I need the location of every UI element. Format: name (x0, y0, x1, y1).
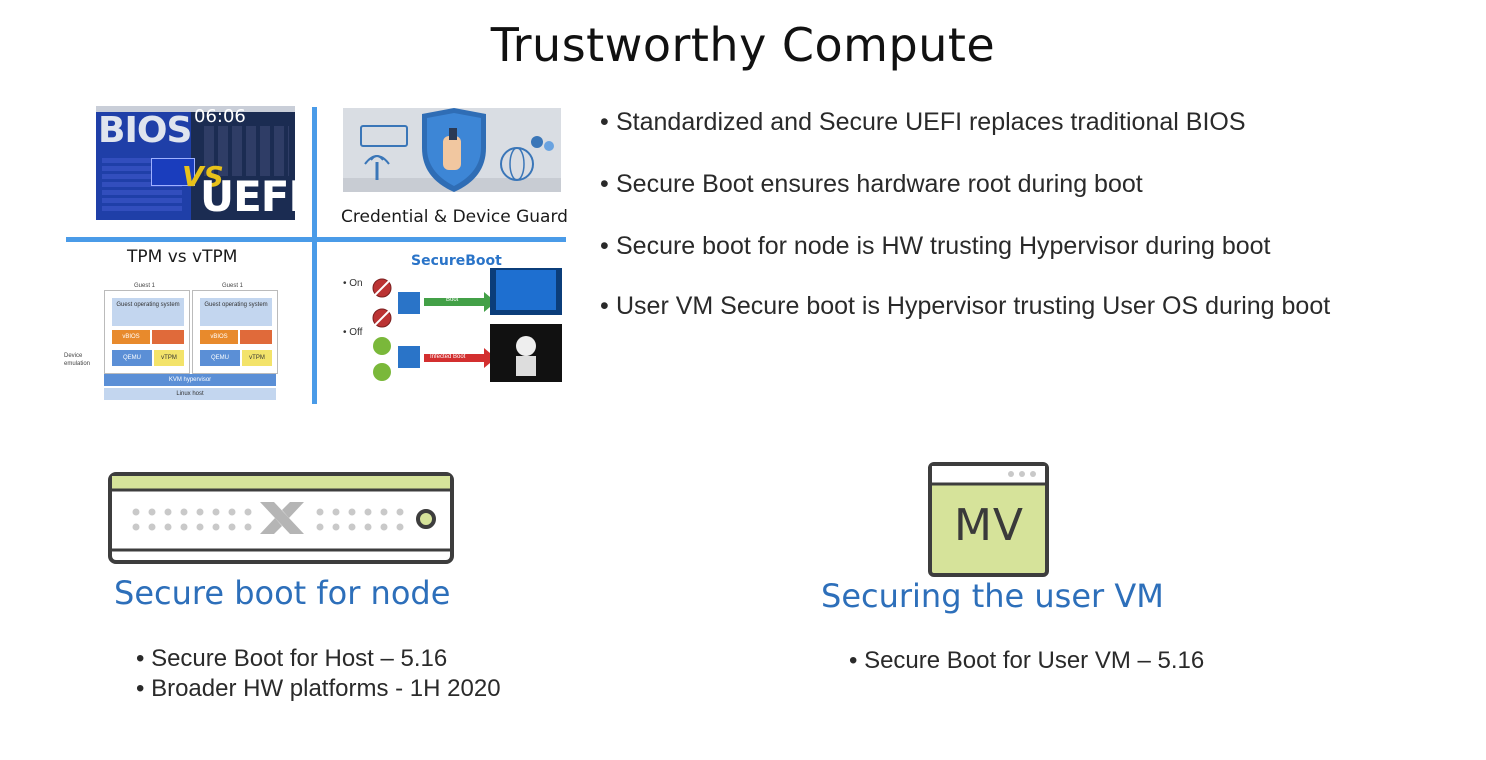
credential-guard-caption: Credential & Device Guard (341, 207, 568, 227)
tpm-linux-host-bar: Linux host (104, 388, 276, 400)
secureboot-on-label: • On (343, 278, 363, 289)
vs-label: VS (182, 160, 224, 193)
uefi-label: UEFI (200, 172, 295, 220)
collage-vertical-divider (312, 107, 317, 404)
secureboot-caption: SecureBoot (411, 253, 502, 269)
node-section-title: Secure boot for node (114, 574, 451, 612)
feature-bullet: •User VM Secure boot is Hypervisor trust… (600, 292, 1331, 320)
user-vm-icon-text: MV (953, 500, 1025, 551)
tpm-diagram: Guest 1 Guest 1 Guest operating system G… (104, 283, 278, 402)
feature-bullet: •Standardized and Secure UEFI replaces t… (600, 108, 1246, 136)
secureboot-infected-arrow-label: Infected Boot (430, 354, 466, 360)
tpm-vtpm-1: vTPM (154, 350, 184, 366)
tpm-qemu-1: QEMU (112, 350, 152, 366)
tpm-guest-2-label: Guest 1 (222, 283, 244, 289)
tpm-guest-1-label: Guest 1 (134, 283, 156, 289)
node-section-item: • Broader HW platforms - 1H 2020 (136, 675, 501, 702)
bios-label: BIOS (98, 110, 192, 151)
vm-section-title: Securing the user VM (821, 577, 1164, 615)
tpm-vbios-2: vBIOS (200, 330, 238, 344)
tpm-device-emulation-label: Device emulation (64, 353, 91, 367)
tpm-qemu-2: QEMU (200, 350, 240, 366)
server-node-icon (108, 472, 454, 564)
vm-section-item: • Secure Boot for User VM – 5.16 (849, 647, 1205, 674)
user-vm-icon (928, 462, 1049, 577)
feature-bullet: •Secure Boot ensures hardware root durin… (600, 170, 1143, 198)
node-section-item: • Secure Boot for Host – 5.16 (136, 645, 448, 672)
bios-vs-uefi-image: BIOS 06:06 VS UEFI (96, 106, 295, 220)
tpm-kvm-bar: KVM hypervisor (104, 374, 276, 386)
tpm-vbios-1: vBIOS (112, 330, 150, 344)
tpm-vtpm-2: vTPM (242, 350, 272, 366)
page-title: Trustworthy Compute (490, 18, 996, 72)
secureboot-diagram (372, 268, 562, 382)
secureboot-off-label: • Off (343, 327, 363, 338)
tpm-guest-os-2: Guest operating system (200, 298, 272, 326)
secureboot-boot-arrow-label: Boot (446, 297, 459, 303)
tpm-guest-os-1: Guest operating system (112, 298, 184, 326)
credential-guard-image (343, 108, 561, 192)
tpm-caption: TPM vs vTPM (127, 247, 238, 267)
feature-bullet: •Secure boot for node is HW trusting Hyp… (600, 232, 1271, 260)
time-label: 06:06 (194, 106, 246, 127)
collage-horizontal-divider (66, 237, 566, 242)
